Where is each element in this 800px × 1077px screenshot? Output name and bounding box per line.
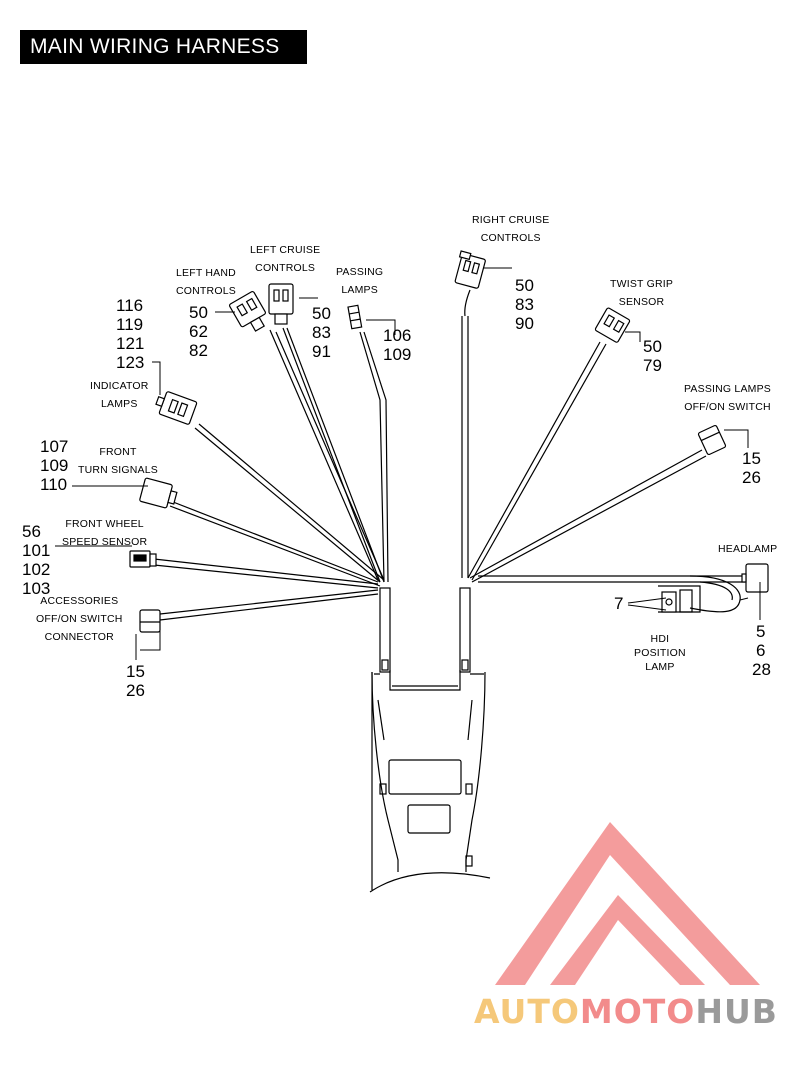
passing-switch-callouts: 15 26 xyxy=(742,449,761,487)
passing-switch-connector-icon xyxy=(697,424,727,456)
front-turn-connector-icon xyxy=(139,477,178,509)
left-hand-connector-icon xyxy=(229,291,266,332)
passing-lamps-connector-icon xyxy=(347,304,363,330)
indicator-lamps-callouts: 116 119 121 123 xyxy=(116,296,145,372)
connectors xyxy=(129,250,769,633)
twist-grip-callouts: 50 79 xyxy=(643,337,662,375)
right-cruise-connector-icon xyxy=(454,250,486,289)
headlamp-connector-icon xyxy=(741,563,769,593)
logo-part-moto: MOTO xyxy=(579,992,696,1031)
front-turn-label: FRONT TURN SIGNALS xyxy=(78,446,158,476)
right-cruise-label: RIGHT CRUISE CONTROLS xyxy=(472,214,550,244)
logo-triangle-icon xyxy=(495,822,760,985)
passing-lamps-label: PASSING LAMPS xyxy=(336,266,384,296)
passing-lamps-callouts: 106 109 xyxy=(383,326,412,364)
logo-part-hub: HUB xyxy=(695,992,778,1031)
logo-part-auto: AUTO xyxy=(474,992,580,1031)
accessories-callouts: 15 26 xyxy=(126,662,145,700)
left-cruise-label: LEFT CRUISE CONTROLS xyxy=(250,244,321,274)
left-cruise-callouts: 50 83 91 xyxy=(312,304,331,361)
hdi-lamp-icon xyxy=(661,591,677,613)
left-hand-callouts: 50 62 82 xyxy=(189,303,208,360)
logo-wordmark: AUTOMOTOHUB xyxy=(474,992,778,1032)
left-hand-label: LEFT HAND CONTROLS xyxy=(176,267,236,297)
twist-grip-connector-icon xyxy=(594,307,631,343)
harness-branches xyxy=(153,289,745,621)
accessories-label: ACCESSORIES OFF/ON SWITCH CONNECTOR xyxy=(36,595,123,643)
left-cruise-connector-icon xyxy=(268,283,294,325)
front-wheel-label: FRONT WHEEL SPEED SENSOR xyxy=(62,518,148,548)
accessories-connector-icon xyxy=(139,609,161,633)
front-wheel-callouts: 56 101 102 103 xyxy=(22,522,51,598)
front-turn-callouts: 107 109 110 xyxy=(40,437,69,494)
harness-trunk xyxy=(369,587,491,893)
leader-lines xyxy=(55,267,761,660)
headlamp-callouts: 5 6 28 xyxy=(752,622,771,679)
indicator-lamps-connector-icon xyxy=(155,391,198,425)
hdi-callouts: 7 xyxy=(614,594,624,613)
hdi-label: HDI POSITION LAMP xyxy=(634,633,686,673)
front-wheel-connector-icon xyxy=(129,550,157,568)
right-cruise-callouts: 50 83 90 xyxy=(515,276,534,333)
indicator-lamps-label: INDICATOR LAMPS xyxy=(90,380,149,410)
headlamp-label: HEADLAMP xyxy=(718,543,778,555)
page-title: MAIN WIRING HARNESS xyxy=(20,30,307,64)
passing-switch-label: PASSING LAMPS OFF/ON SWITCH xyxy=(684,383,772,413)
twist-grip-label: TWIST GRIP SENSOR xyxy=(610,278,674,308)
